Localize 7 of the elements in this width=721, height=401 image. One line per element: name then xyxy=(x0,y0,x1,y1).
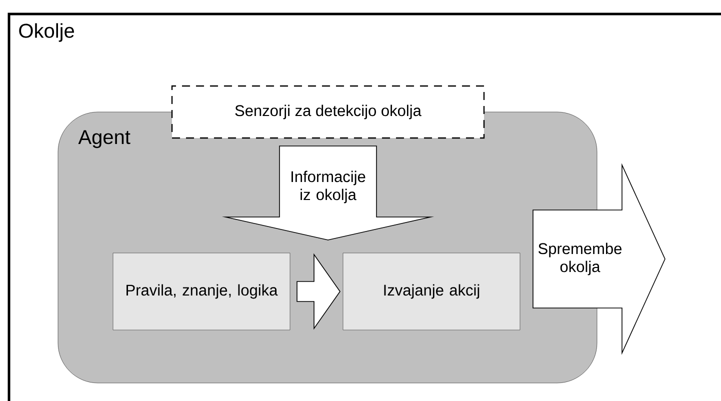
block-arrow xyxy=(222,146,434,240)
block-arrow xyxy=(532,163,666,355)
process-box: Pravila, znanje, logika xyxy=(112,252,290,330)
process-box: Izvajanje akcij xyxy=(342,252,520,330)
sensor-box: Senzorji za detekcijo okolja xyxy=(171,85,485,139)
edge-label: Informacije iz okolja xyxy=(292,170,366,204)
block-arrow xyxy=(296,253,340,330)
